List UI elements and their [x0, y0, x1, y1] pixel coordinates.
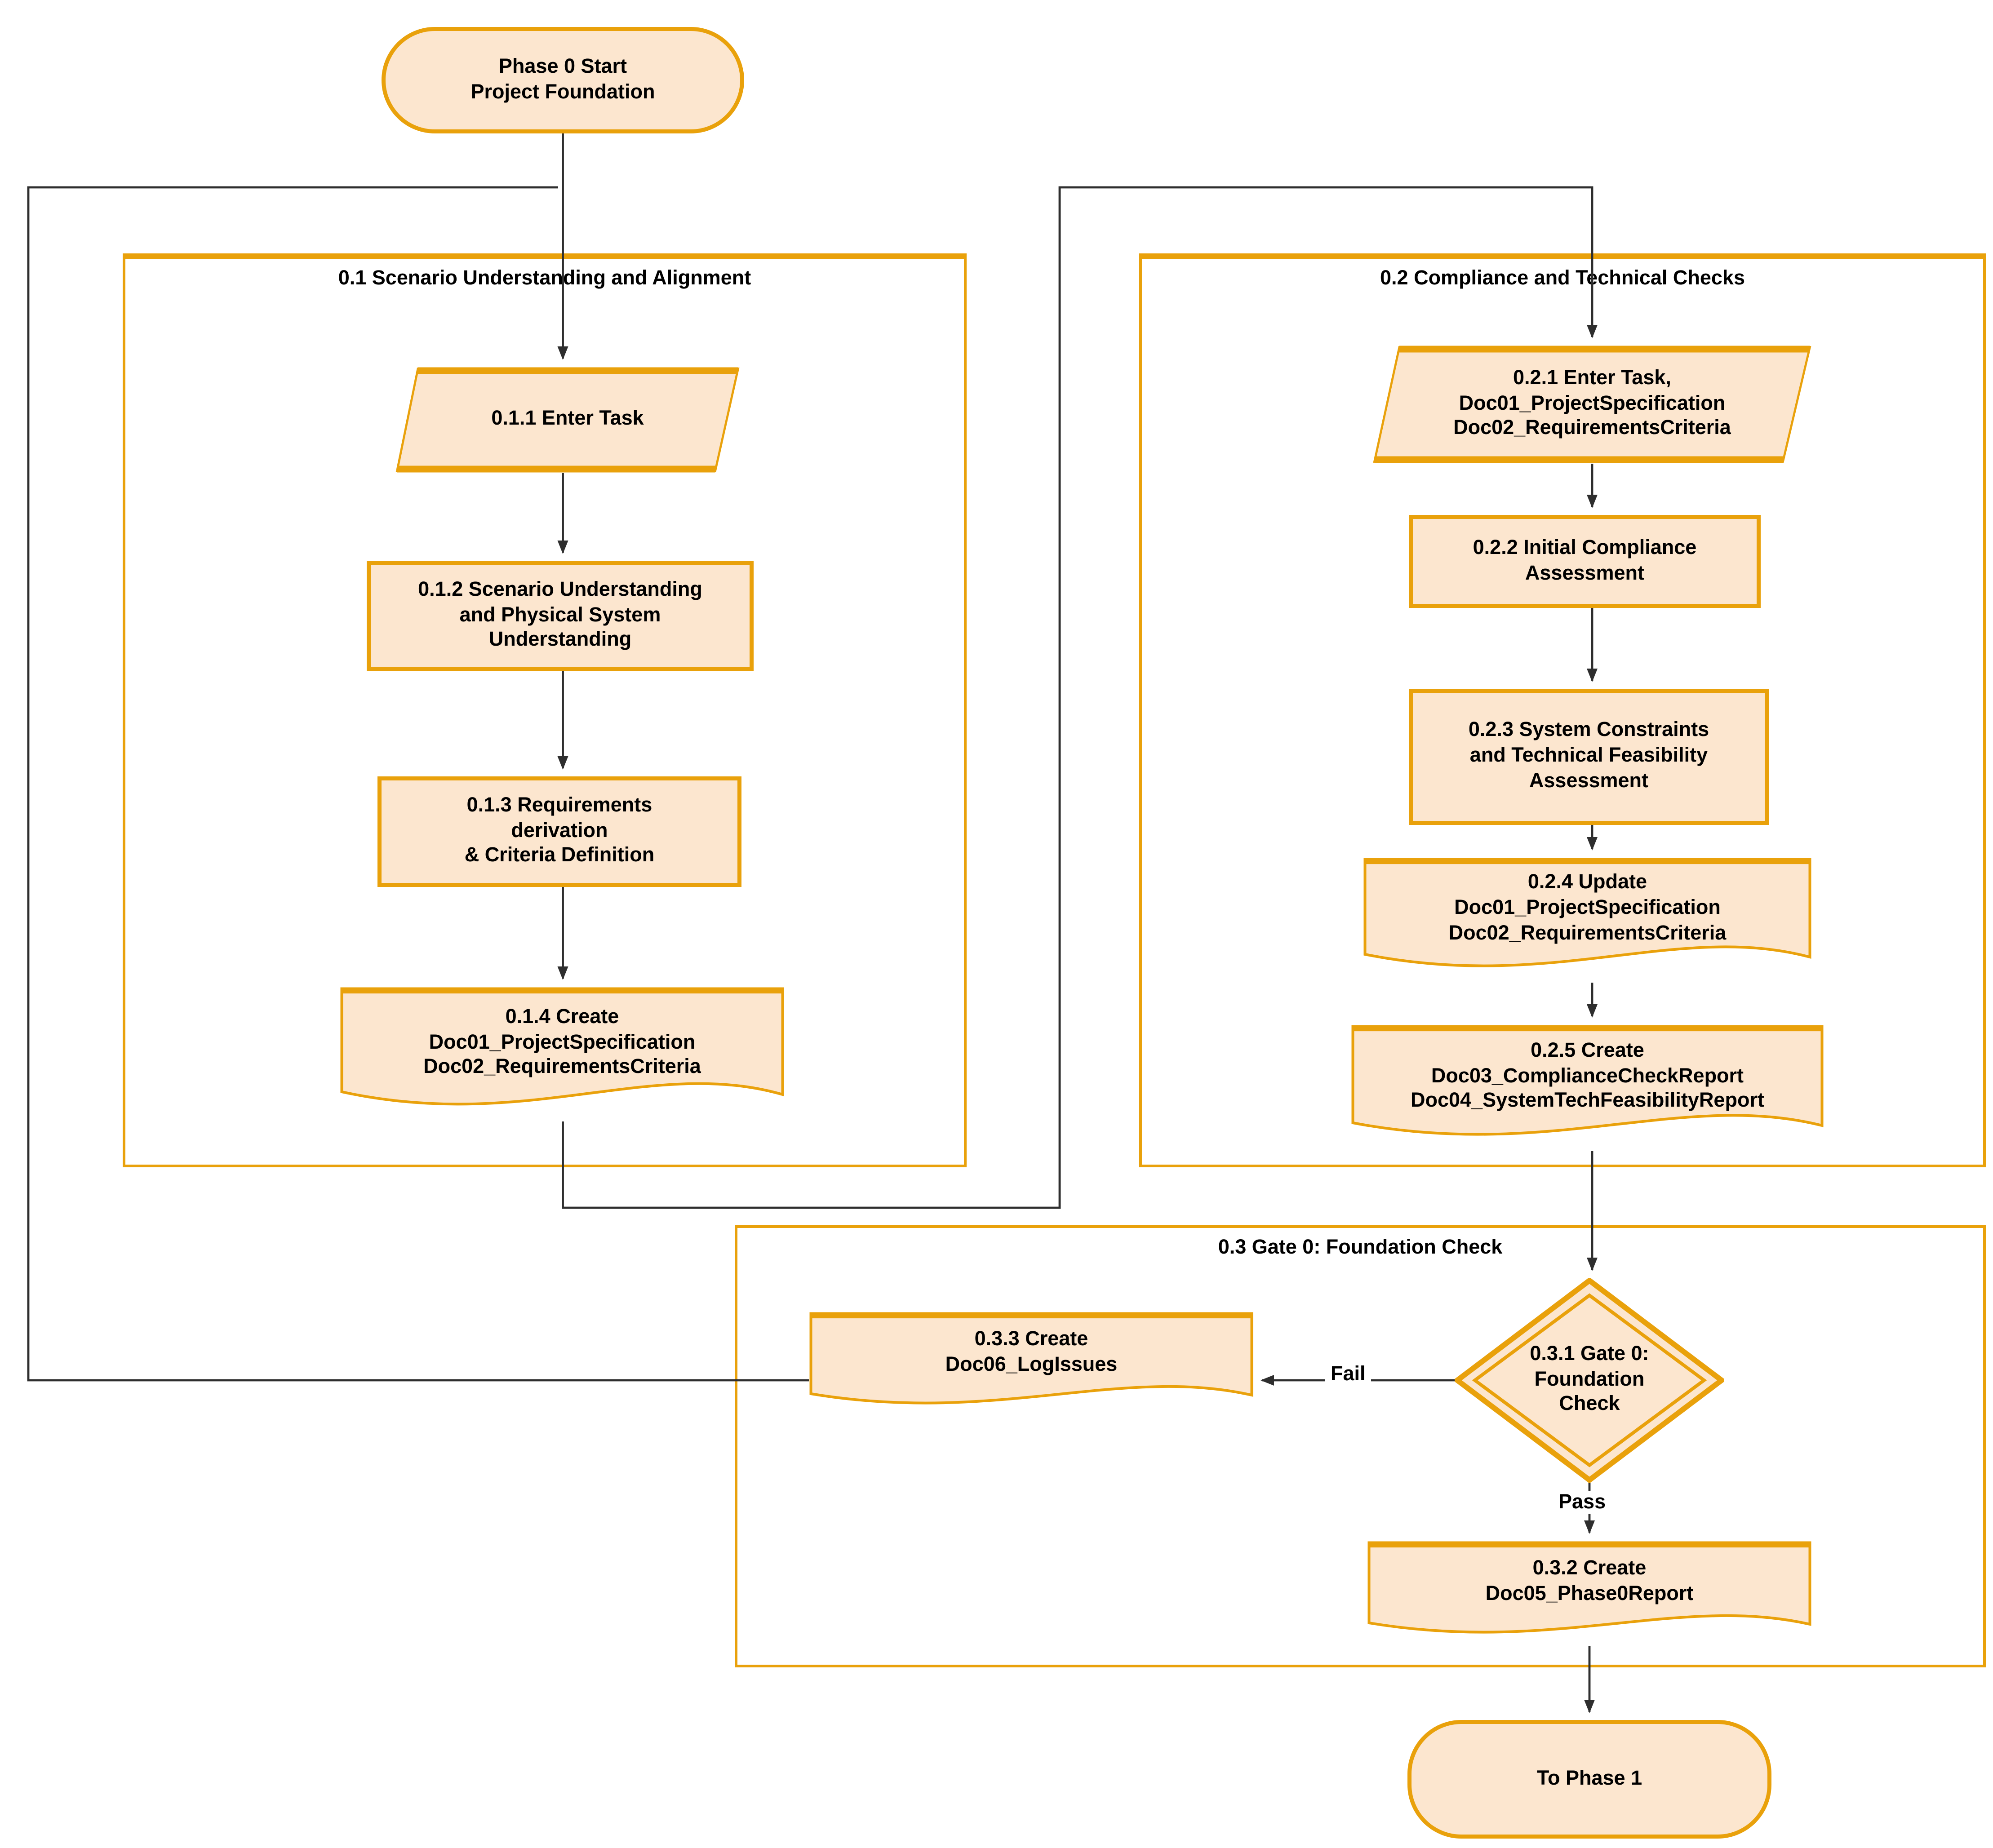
- group-0-3-gate-0: 0.3 Gate 0: Foundation Check: [735, 1225, 1986, 1667]
- group-0-2-title: 0.2 Compliance and Technical Checks: [1380, 267, 1745, 290]
- group-0-3-title: 0.3 Gate 0: Foundation Check: [1218, 1236, 1503, 1259]
- node-to-phase-1: To Phase 1: [1407, 1720, 1771, 1839]
- node-0-3-1-gate-0-foundation-check: 0.3.1 Gate 0: Foundation Check: [1455, 1278, 1724, 1483]
- node-label: 0.1.1 Enter Task: [491, 407, 644, 430]
- node-label: 0.3.3 Create Doc06_LogIssues: [945, 1328, 1118, 1376]
- node-label: 0.2.5 Create Doc03_ComplianceCheckReport…: [1410, 1038, 1764, 1113]
- node-0-3-2-create-phase0-report: 0.3.2 Create Doc05_Phase0Report: [1367, 1541, 1812, 1646]
- decision-diamond-shape: [1455, 1278, 1724, 1483]
- node-0-1-4-create-docs: 0.1.4 Create Doc01_ProjectSpecification …: [340, 987, 785, 1121]
- node-label: 0.3.1 Gate 0: Foundation Check: [1530, 1342, 1649, 1416]
- document-shape: [1367, 1541, 1811, 1634]
- node-label: 0.3.2 Create Doc05_Phase0Report: [1485, 1557, 1694, 1605]
- node-0-1-3-requirements-derivation: 0.1.3 Requirements derivation & Criteria…: [377, 776, 741, 887]
- node-phase0-start: Phase 0 Start Project Foundation: [382, 27, 744, 133]
- node-0-1-1-enter-task: 0.1.1 Enter Task: [395, 367, 740, 473]
- node-label: 0.2.1 Enter Task, Doc01_ProjectSpecifica…: [1453, 366, 1731, 440]
- node-0-2-2-initial-compliance: 0.2.2 Initial Compliance Assessment: [1409, 515, 1761, 608]
- edge-label-pass: Pass: [1553, 1491, 1611, 1514]
- node-0-1-2-scenario-understanding: 0.1.2 Scenario Understanding and Physica…: [367, 561, 754, 671]
- edge-label-fail: Fail: [1325, 1363, 1371, 1386]
- document-shape: [809, 1312, 1253, 1405]
- node-0-2-3-system-constraints: 0.2.3 System Constraints and Technical F…: [1409, 689, 1769, 825]
- node-0-2-5-create-reports: 0.2.5 Create Doc03_ComplianceCheckReport…: [1351, 1024, 1824, 1151]
- node-label: 0.2.4 Update Doc01_ProjectSpecification …: [1448, 871, 1727, 945]
- node-0-3-3-create-log-issues: 0.3.3 Create Doc06_LogIssues: [809, 1312, 1254, 1417]
- node-0-2-4-update-docs: 0.2.4 Update Doc01_ProjectSpecification …: [1363, 857, 1812, 983]
- node-label: 0.1.4 Create Doc01_ProjectSpecification …: [423, 1005, 701, 1079]
- group-0-1-title: 0.1 Scenario Understanding and Alignment: [338, 267, 751, 290]
- node-0-2-1-enter-task-docs: 0.2.1 Enter Task, Doc01_ProjectSpecifica…: [1372, 345, 1812, 464]
